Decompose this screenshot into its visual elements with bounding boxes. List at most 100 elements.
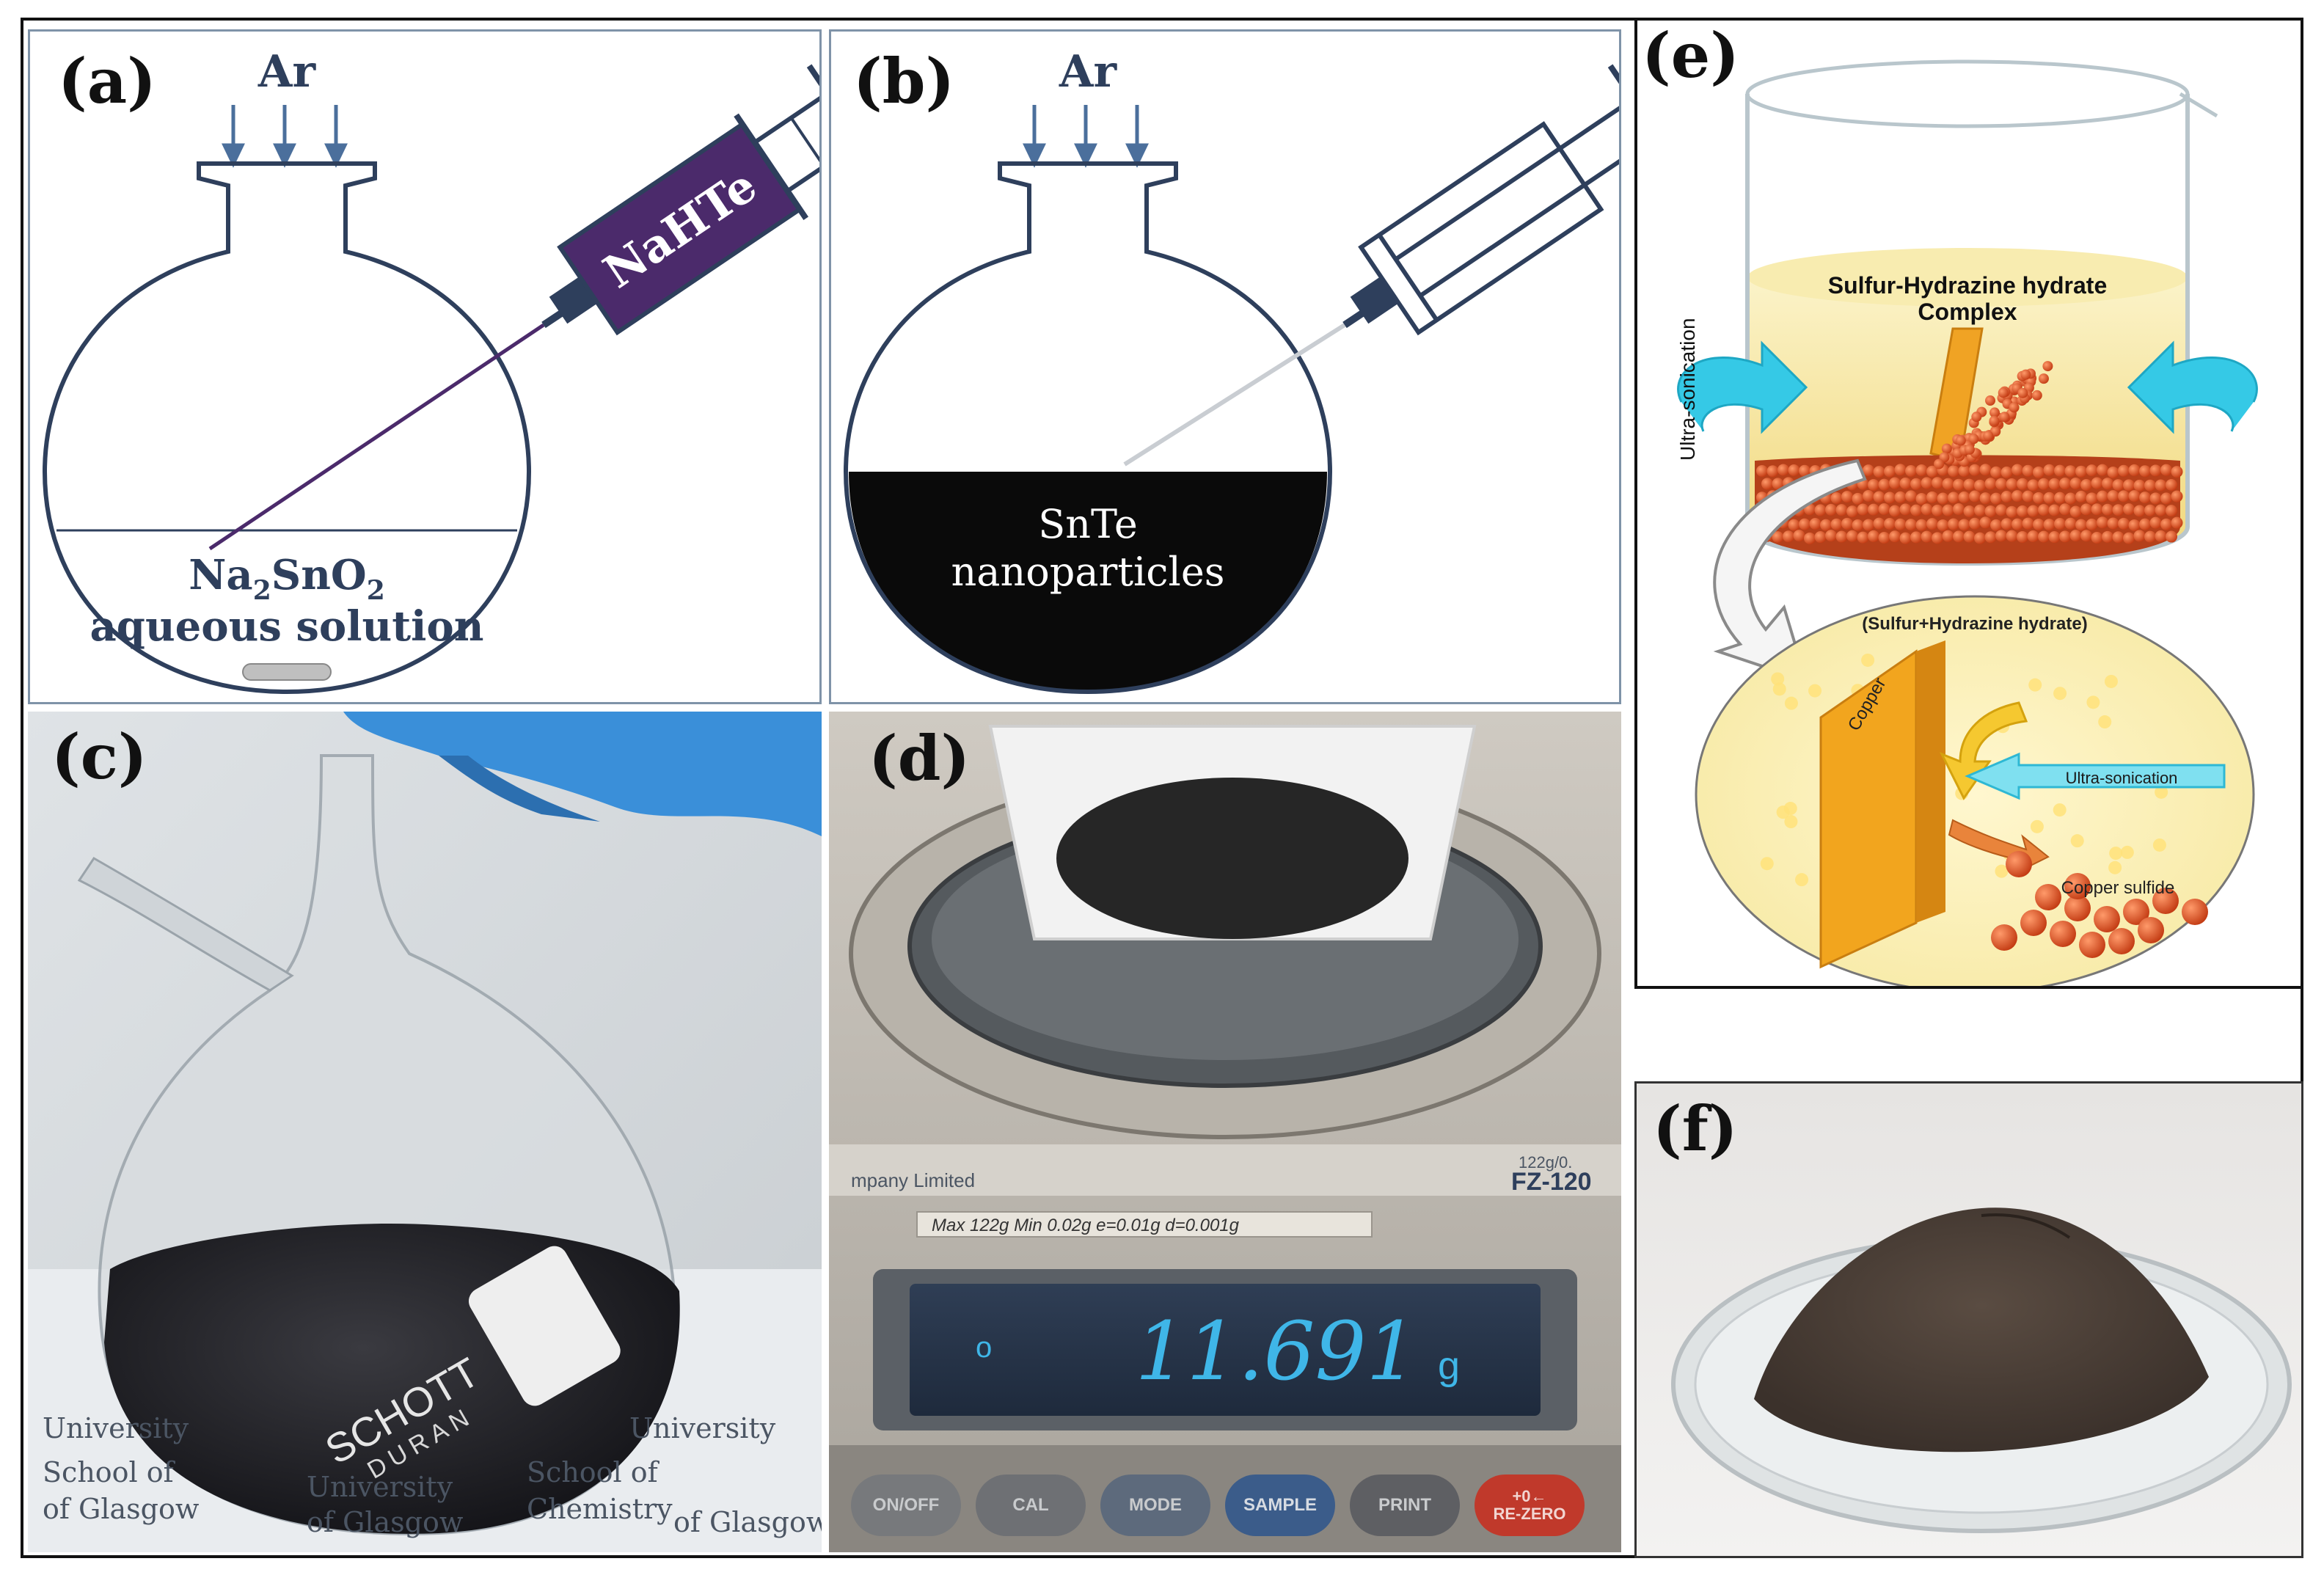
sphere xyxy=(2017,478,2028,490)
sphere xyxy=(1878,531,1890,544)
sphere xyxy=(2080,530,2092,542)
sphere xyxy=(2118,490,2130,503)
sphere xyxy=(2091,531,2103,544)
sphere xyxy=(1995,530,2007,542)
sphere xyxy=(1953,530,1965,543)
complex-node xyxy=(2152,838,2166,852)
sphere xyxy=(2107,517,2119,530)
sphere xyxy=(2139,491,2151,504)
product-label: Copper sulfide xyxy=(2061,878,2175,898)
sphere xyxy=(2033,491,2045,504)
svg-text:Chemistry: Chemistry xyxy=(527,1493,673,1525)
display-reading: 11.691 xyxy=(1136,1304,1418,1398)
sphere xyxy=(1868,479,1879,491)
sphere xyxy=(1974,504,1986,516)
sphere xyxy=(2097,516,2108,529)
sphere xyxy=(1948,518,1959,530)
sphere xyxy=(1889,477,1901,489)
sphere xyxy=(2112,504,2124,516)
sphere xyxy=(2009,402,2020,413)
balance-keypad: ON/OFF CAL MODE SAMPLE PRINT +0←RE-ZERO xyxy=(844,1474,1607,1541)
panel-e: Ultra-sonication Sulfur-Hydrazine hydrat… xyxy=(1634,18,2303,989)
sphere xyxy=(1969,490,1981,503)
sphere xyxy=(1910,478,1922,490)
sphere xyxy=(2075,519,2087,531)
button-mode[interactable]: MODE xyxy=(1100,1474,1210,1536)
complex-node xyxy=(1784,815,1798,829)
complex-node xyxy=(2028,678,2042,692)
sphere xyxy=(2094,906,2120,932)
svg-text:School of: School of xyxy=(43,1456,176,1488)
sphere xyxy=(2118,517,2130,530)
sphere xyxy=(1863,464,1874,477)
button-sample[interactable]: SAMPLE xyxy=(1225,1474,1335,1536)
button-cal[interactable]: CAL xyxy=(976,1474,1086,1536)
sphere xyxy=(2155,479,2167,491)
sphere xyxy=(2149,464,2162,477)
sphere xyxy=(2017,530,2028,543)
button-re-zero[interactable]: +0←RE-ZERO xyxy=(1475,1474,1585,1536)
reaction-arrow xyxy=(1939,701,2028,800)
sphere xyxy=(2069,530,2082,542)
sphere xyxy=(2027,479,2039,491)
sphere xyxy=(1825,503,1837,516)
sphere xyxy=(1948,491,1959,504)
sphere xyxy=(2149,492,2162,505)
sphere xyxy=(2171,516,2183,529)
sphere xyxy=(2006,478,2018,490)
sphere xyxy=(1852,492,1864,505)
panel-label-a: (a) xyxy=(58,45,156,117)
panel-a: Ar NaHTe Na2SnO2 aqueous solution (a) xyxy=(28,29,822,704)
sphere xyxy=(2128,464,2141,476)
sphere xyxy=(2069,477,2082,489)
sphere xyxy=(1756,464,1768,477)
sphere xyxy=(1804,532,1816,544)
sphere xyxy=(2133,530,2146,542)
sphere xyxy=(1772,531,1784,544)
display-symbol: o xyxy=(976,1331,992,1364)
spec-strip: Max 122g Min 0.02g e=0.01g d=0.001g xyxy=(932,1216,1240,1235)
complex-node xyxy=(1808,684,1822,698)
sphere xyxy=(2139,465,2151,478)
sphere xyxy=(2020,369,2031,380)
sphere xyxy=(1991,924,2017,951)
sphere xyxy=(2043,464,2056,476)
zoom-circle xyxy=(1695,595,2255,986)
sphere xyxy=(1990,466,2002,478)
sphere xyxy=(1953,503,1965,516)
panel-label-b: (b) xyxy=(853,45,955,117)
svg-text:of Glasgow: of Glasgow xyxy=(43,1493,200,1525)
complex-node xyxy=(2104,674,2118,688)
sphere xyxy=(1868,530,1879,542)
sphere xyxy=(2027,530,2039,543)
complex-node xyxy=(2053,687,2067,701)
sphere xyxy=(1984,505,1997,517)
sphere xyxy=(2182,899,2208,925)
sphere xyxy=(2107,490,2119,503)
panel-label-c: (c) xyxy=(51,720,147,793)
sphere xyxy=(2097,464,2108,476)
sphere xyxy=(2006,851,2032,877)
sphere xyxy=(1915,464,1928,476)
panel-a-schematic: Ar NaHTe Na2SnO2 aqueous solution xyxy=(42,46,819,695)
button-on-off[interactable]: ON/OFF xyxy=(851,1474,961,1536)
sphere xyxy=(2064,873,2091,899)
sphere xyxy=(1974,479,1986,491)
sphere xyxy=(2022,490,2034,503)
ultrasonication-vertical-label: Ultra-sonication xyxy=(1676,318,1699,461)
sphere xyxy=(1830,518,1843,530)
sphere xyxy=(1884,491,1896,504)
sphere xyxy=(2123,503,2135,516)
sphere xyxy=(2059,503,2071,516)
zoom-title: (Sulfur+Hydrazine hydrate) xyxy=(1862,614,2087,634)
sphere xyxy=(1948,465,1959,478)
sphere xyxy=(2128,490,2141,503)
sphere xyxy=(2139,518,2151,530)
capacity-small: 122g/0. xyxy=(1519,1153,1572,1172)
button-print[interactable]: PRINT xyxy=(1350,1474,1460,1536)
sphere xyxy=(1979,464,1992,476)
sphere xyxy=(1958,464,1970,477)
sphere xyxy=(2080,478,2092,491)
powder-photo-rendering xyxy=(1637,1084,2301,1556)
sphere xyxy=(1846,505,1858,518)
